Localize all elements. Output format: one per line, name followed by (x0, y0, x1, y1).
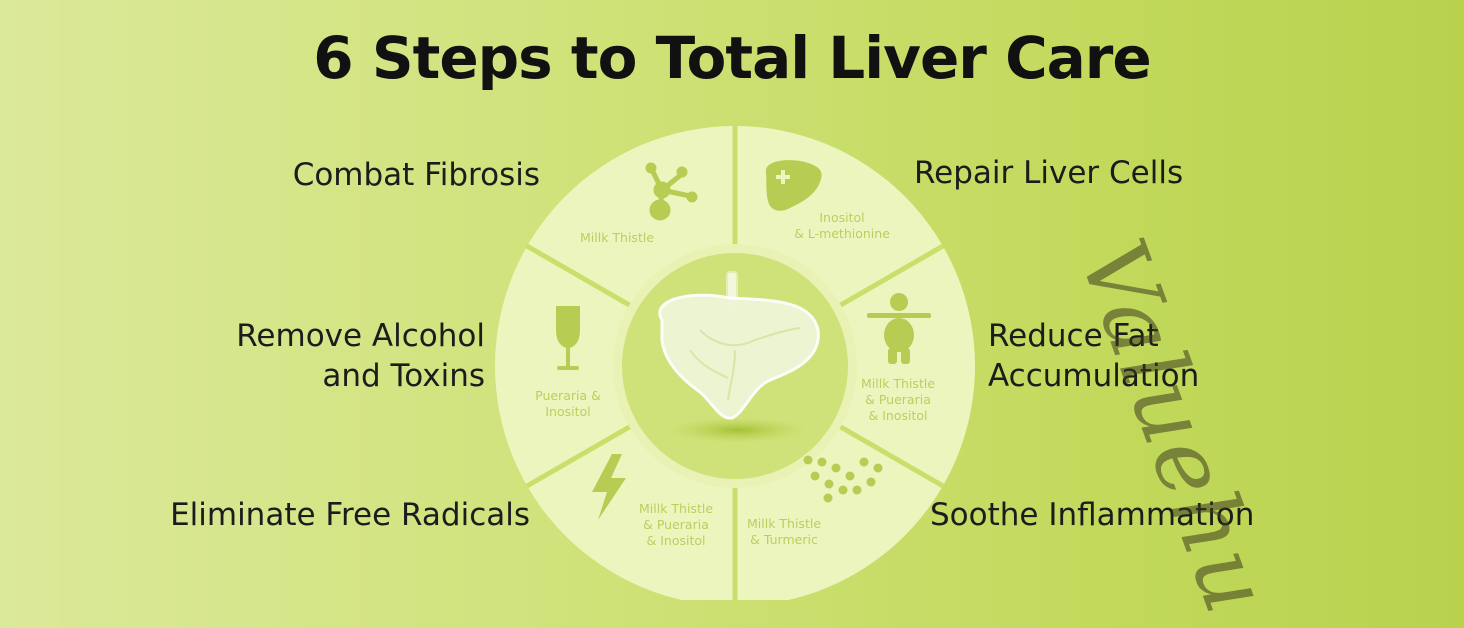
ingredient-text-eliminate-line1: Millk Thistle (639, 501, 713, 516)
step-label-reduce-fat: Reduce Fat Accumulation (988, 318, 1200, 394)
ingredient-text-eliminate-line3: & Inositol (647, 533, 706, 548)
step-label-remove-alcohol: Remove Alcohol and Toxins (236, 318, 485, 394)
liver-plus-icon (765, 160, 822, 211)
ingredient-text-reduce-fat-line2: & Pueraria (865, 392, 931, 407)
step-label-soothe-inflammation: Soothe Inflammation (930, 497, 1255, 533)
steps-wheel: Millk Thistle Inositol & L-methionine Mi… (495, 126, 975, 600)
ingredient-text-reduce-fat-line3: & Inositol (869, 408, 928, 423)
ingredient-text-soothe-line1: Millk Thistle (747, 516, 821, 531)
body-fat-icon (867, 293, 931, 364)
ingredient-text-remove-alcohol-line1: Pueraria & (535, 388, 601, 403)
ingredient-text-eliminate-line2: & Pueraria (643, 517, 709, 532)
step-label-combat-fibrosis: Combat Fibrosis (292, 157, 540, 193)
ingredient-text-soothe-line2: & Turmeric (750, 532, 818, 547)
liver-icon (658, 271, 820, 443)
ingredient-text-reduce-fat-line1: Millk Thistle (861, 376, 935, 391)
step-label-eliminate-free-radicals: Eliminate Free Radicals (170, 497, 530, 533)
wine-glass-icon (556, 306, 580, 370)
lightning-icon (592, 454, 626, 520)
dots-pattern-icon (803, 455, 883, 503)
ingredient-text-remove-alcohol-line2: Inositol (545, 404, 590, 419)
molecule-icon (645, 162, 698, 221)
step-label-repair-liver-cells: Repair Liver Cells (914, 155, 1184, 191)
ingredient-text-repair-line2: & L-methionine (794, 226, 890, 241)
ingredient-text-combat-fibrosis: Millk Thistle (580, 230, 654, 245)
ingredient-text-repair-line1: Inositol (819, 210, 864, 225)
page-title: 6 Steps to Total Liver Care (313, 24, 1151, 92)
